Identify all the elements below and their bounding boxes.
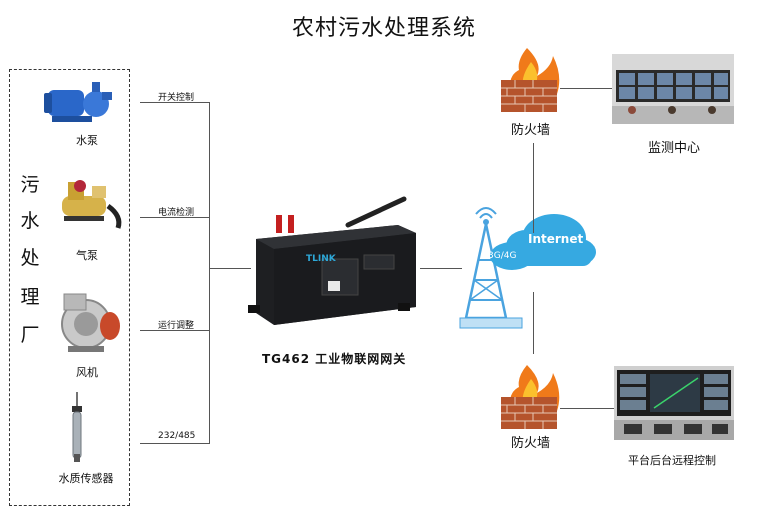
diagram-title: 农村污水处理系统 [291,16,476,41]
firewall-to-platform-line [560,408,614,409]
air-pump-image [62,180,122,229]
signal-bus-vertical [209,102,210,444]
signal-label-current: 电流检测 [158,208,195,218]
plant-char-2: 水 [20,210,40,232]
platform-control-label: 平台后台远程控制 [628,454,716,467]
signal-line-1 [140,102,210,103]
plant-char-4: 理 [20,286,40,308]
monitoring-center-image [612,54,734,124]
signal-label-adjust: 运行调整 [158,321,195,331]
plant-char-5: 厂 [20,324,40,346]
device-label-air-pump: 气泵 [76,249,98,262]
bus-to-gateway-line [209,268,251,269]
signal-label-serial: 232/485 [158,431,196,441]
plant-group-box [9,69,130,506]
gateway-to-tower-line [420,268,462,269]
device-label-fan: 风机 [76,366,98,379]
signal-line-2 [140,217,210,218]
signal-line-4 [140,443,210,444]
platform-control-image [614,366,734,440]
signal-line-3 [140,330,210,331]
firewall-to-monitor-line [560,88,612,89]
water-pump-image [44,82,112,122]
gateway-device-image: TLINK [248,196,416,325]
fan-image [61,293,120,352]
cloud-label: Internet [528,232,584,246]
firewall-top-image [501,48,560,112]
signal-label-switch: 开关控制 [158,93,195,103]
tower-label: 3G/4G [488,251,517,261]
cloud-to-firewall-top-line [533,143,534,233]
svg-text:TLINK: TLINK [306,254,337,264]
cloud-to-firewall-bottom-line [533,292,534,354]
firewall-bottom-label: 防火墙 [511,436,551,451]
device-label-water-pump: 水泵 [76,134,98,147]
cell-tower-image [459,207,596,329]
device-label-water-quality-sensor: 水质传感器 [58,472,114,485]
water-quality-sensor-image [72,392,82,462]
plant-char-1: 污 [20,174,40,196]
firewall-top-label: 防火墙 [511,123,551,138]
firewall-bottom-image [501,365,560,429]
gateway-label: TG462 工业物联网网关 [262,352,407,366]
plant-char-3: 处 [20,247,40,269]
monitoring-center-label: 监测中心 [648,141,701,156]
